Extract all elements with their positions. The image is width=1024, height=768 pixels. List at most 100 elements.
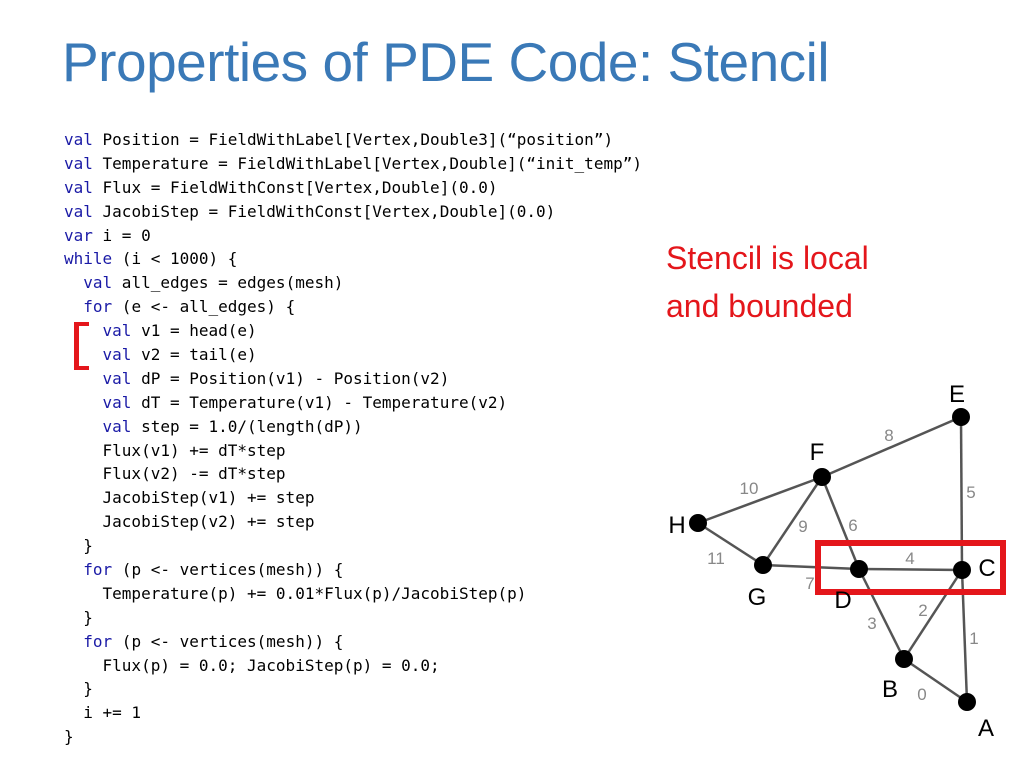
code-keyword: val [102, 368, 132, 388]
vertex-h [689, 514, 707, 532]
vertex-b [895, 650, 913, 668]
code-text: dT = Temperature(v1) - Temperature(v2) [131, 392, 508, 412]
code-keyword: val [64, 177, 93, 197]
slide-title: Properties of PDE Code: Stencil [62, 31, 830, 93]
edge-label: 4 [905, 549, 914, 568]
edge-2 [902, 569, 964, 660]
edge-10 [697, 475, 823, 525]
code-line: val v2 = tail(e) [64, 343, 642, 367]
vertex-label: E [949, 381, 965, 408]
code-line: val JacobiStep = FieldWithConst[Vertex,D… [64, 200, 642, 224]
stencil-highlight-box [815, 540, 1006, 595]
code-line: } [64, 725, 642, 749]
code-line: } [64, 677, 642, 701]
edge-8 [821, 415, 962, 479]
code-line: for (e <- all_edges) { [64, 295, 642, 319]
vertex-label: F [810, 439, 825, 466]
code-line: val step = 1.0/(length(dP)) [64, 415, 642, 439]
vertex-a [958, 693, 976, 711]
code-line: i += 1 [64, 701, 642, 725]
code-keyword: val [64, 201, 93, 221]
code-line: Flux(v1) += dT*step [64, 439, 642, 463]
edge-label: 8 [884, 426, 893, 445]
edge-9 [761, 476, 824, 566]
code-text: v2 = tail(e) [131, 345, 257, 365]
code-keyword: val [102, 416, 132, 436]
vertex-label: D [834, 587, 851, 614]
code-keyword: val [64, 130, 93, 149]
code-line: while (i < 1000) { [64, 247, 642, 271]
code-keyword: for [83, 631, 113, 651]
code-text: Flux(v2) -= dT*step [64, 464, 286, 484]
code-text: JacobiStep(v1) += step [64, 488, 315, 508]
code-text: Temperature = FieldWithLabel[Vertex,Doub… [92, 153, 642, 173]
vertex-label: A [978, 715, 994, 742]
code-keyword: val [102, 321, 132, 341]
code-block: val Position = FieldWithLabel[Vertex,Dou… [64, 128, 642, 749]
code-text: Position = FieldWithLabel[Vertex,Double3… [92, 130, 614, 149]
code-text: (e <- all_edges) { [112, 297, 296, 317]
vertex-g [754, 556, 772, 574]
code-text: step = 1.0/(length(dP)) [131, 416, 363, 436]
code-line: val Position = FieldWithLabel[Vertex,Dou… [64, 128, 642, 152]
edge-3 [857, 568, 906, 660]
code-keyword: for [83, 297, 113, 317]
code-text: } [64, 679, 93, 699]
edge-label: 0 [917, 685, 926, 704]
code-text: } [64, 536, 93, 556]
edge-label: 11 [707, 549, 725, 568]
code-keyword: val [102, 392, 132, 412]
edge-label: 6 [848, 516, 857, 535]
edge-label: 9 [798, 517, 807, 536]
stencil-note: Stencil is local and bounded [666, 234, 869, 330]
code-line: val Flux = FieldWithConst[Vertex,Double]… [64, 176, 642, 200]
code-text: Flux = FieldWithConst[Vertex,Double](0.0… [92, 177, 498, 197]
edge-label: 5 [966, 483, 975, 502]
code-text: all_edges = edges(mesh) [112, 273, 344, 293]
edge-11 [697, 521, 764, 567]
edge-label: 1 [969, 629, 978, 648]
code-text: Flux(p) = 0.0; JacobiStep(p) = 0.0; [64, 655, 440, 675]
edge-label: 2 [918, 601, 927, 620]
code-line: Temperature(p) += 0.01*Flux(p)/JacobiSte… [64, 582, 642, 606]
vertex-d [850, 560, 868, 578]
code-line: Flux(v2) -= dT*step [64, 462, 642, 486]
edge-label: 7 [805, 574, 814, 593]
code-text: i += 1 [64, 703, 142, 723]
code-line: JacobiStep(v2) += step [64, 510, 642, 534]
code-line: val dT = Temperature(v1) - Temperature(v… [64, 391, 642, 415]
stencil-note-line-1: Stencil is local [666, 240, 869, 276]
code-keyword: val [102, 345, 132, 365]
code-line: } [64, 534, 642, 558]
code-line: val all_edges = edges(mesh) [64, 271, 642, 295]
edge-5 [959, 416, 964, 571]
code-text: JacobiStep = FieldWithConst[Vertex,Doubl… [92, 201, 556, 221]
vertex-label: H [668, 512, 685, 539]
code-line: val dP = Position(v1) - Position(v2) [64, 367, 642, 391]
code-text: (i < 1000) { [112, 249, 238, 269]
code-keyword: val [83, 273, 113, 293]
code-text: JacobiStep(v2) += step [64, 512, 315, 532]
vertex-label: C [978, 555, 995, 582]
code-line: JacobiStep(v1) += step [64, 486, 642, 510]
code-text: Temperature(p) += 0.01*Flux(p)/JacobiSte… [64, 583, 527, 603]
code-text: (p <- vertices(mesh)) { [112, 631, 344, 651]
code-keyword: var [64, 225, 93, 245]
edge-label: 3 [867, 614, 876, 633]
edge-label: 10 [740, 479, 759, 498]
highlight-bracket [74, 322, 89, 370]
edge-4 [858, 567, 963, 572]
vertex-c [953, 561, 971, 579]
code-text: v1 = head(e) [131, 321, 257, 341]
code-line: val v1 = head(e) [64, 319, 642, 343]
code-keyword: for [83, 560, 113, 580]
edge-7 [762, 563, 860, 571]
edge-0 [903, 657, 968, 704]
code-line: for (p <- vertices(mesh)) { [64, 630, 642, 654]
code-keyword: val [64, 153, 93, 173]
stencil-note-line-2: and bounded [666, 288, 853, 324]
vertex-e [952, 408, 970, 426]
vertex-label: G [748, 584, 767, 611]
code-line: Flux(p) = 0.0; JacobiStep(p) = 0.0; [64, 654, 642, 678]
